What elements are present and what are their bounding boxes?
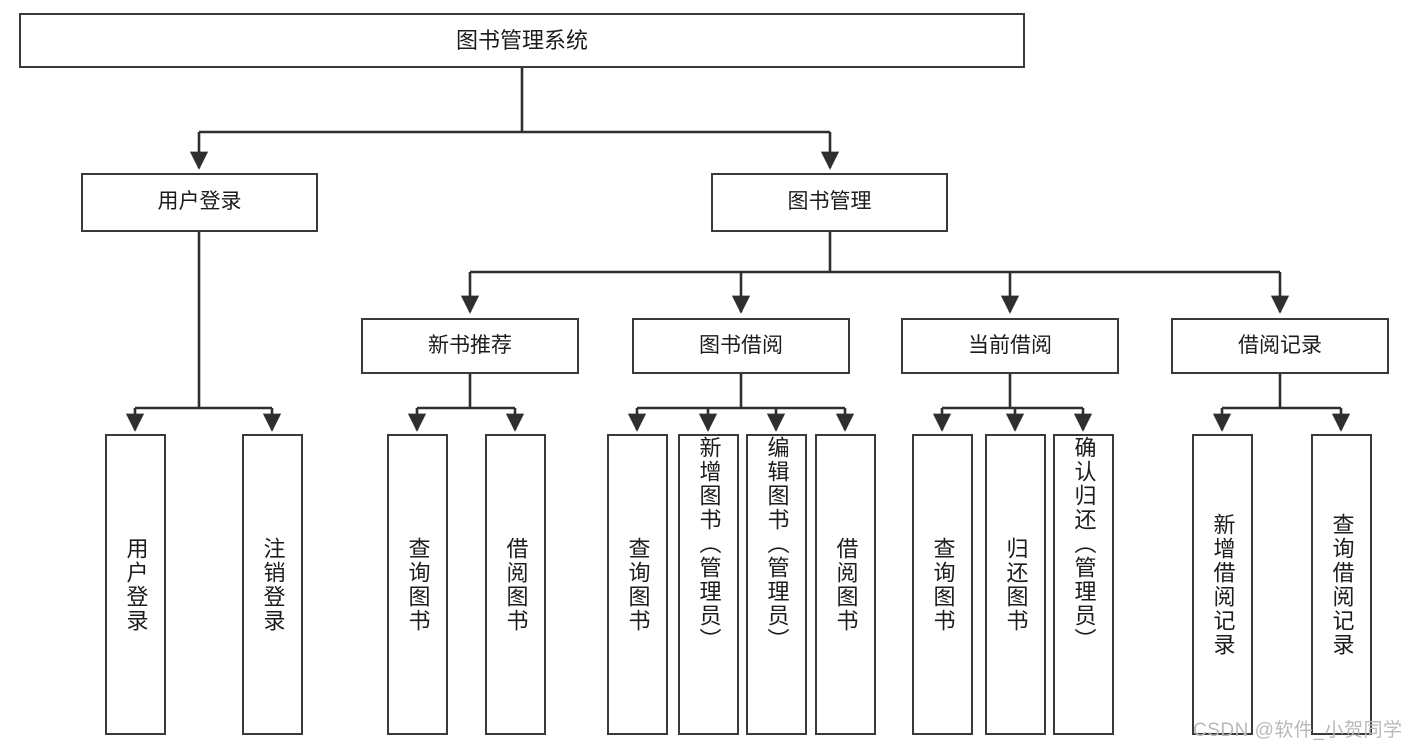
node-label: 用户登录 (123, 536, 149, 633)
node-label: 当前借阅 (968, 333, 1052, 357)
node-leaf-confirm-return-admin[interactable]: 确认归还（管理员） (1053, 434, 1114, 735)
node-label: 编辑图书（管理员） (764, 436, 790, 652)
node-label: 查询借阅记录 (1329, 512, 1355, 657)
node-label: 归还图书 (1003, 536, 1029, 633)
node-label: 新书推荐 (428, 333, 512, 357)
node-book-management[interactable]: 图书管理 (711, 173, 948, 232)
node-label: 借阅图书 (833, 536, 859, 633)
node-label: 查询图书 (405, 536, 431, 633)
node-label: 新增图书（管理员） (696, 436, 722, 652)
node-label: 用户登录 (157, 190, 242, 214)
node-current-borrow[interactable]: 当前借阅 (901, 318, 1119, 374)
node-leaf-return-book[interactable]: 归还图书 (985, 434, 1046, 735)
node-label: 确认归还（管理员） (1071, 436, 1097, 652)
node-leaf-query-book-current[interactable]: 查询图书 (912, 434, 973, 735)
node-leaf-logout-login[interactable]: 注销登录 (242, 434, 303, 735)
node-book-borrow[interactable]: 图书借阅 (632, 318, 850, 374)
node-leaf-edit-book-admin[interactable]: 编辑图书（管理员） (746, 434, 807, 735)
node-leaf-query-book-borrow[interactable]: 查询图书 (607, 434, 668, 735)
node-label: 注销登录 (260, 536, 286, 633)
node-label: 图书借阅 (699, 333, 783, 357)
node-leaf-query-borrow-record[interactable]: 查询借阅记录 (1311, 434, 1372, 735)
node-new-book-recommend[interactable]: 新书推荐 (361, 318, 579, 374)
node-label: 查询图书 (930, 536, 956, 633)
node-label: 图书管理 (787, 190, 872, 214)
node-leaf-query-book-recommend[interactable]: 查询图书 (387, 434, 448, 735)
node-leaf-user-login[interactable]: 用户登录 (105, 434, 166, 735)
node-leaf-add-book-admin[interactable]: 新增图书（管理员） (678, 434, 739, 735)
node-leaf-add-borrow-record[interactable]: 新增借阅记录 (1192, 434, 1253, 735)
node-label: 借阅记录 (1238, 333, 1322, 357)
node-leaf-borrow-book-recommend[interactable]: 借阅图书 (485, 434, 546, 735)
node-leaf-borrow-book-borrow[interactable]: 借阅图书 (815, 434, 876, 735)
node-label: 图书管理系统 (455, 27, 588, 53)
node-label: 新增借阅记录 (1210, 512, 1236, 657)
node-label: 查询图书 (625, 536, 651, 633)
node-user-login[interactable]: 用户登录 (81, 173, 318, 232)
node-borrow-record[interactable]: 借阅记录 (1171, 318, 1389, 374)
node-label: 借阅图书 (503, 536, 529, 633)
node-root-system[interactable]: 图书管理系统 (19, 13, 1025, 68)
